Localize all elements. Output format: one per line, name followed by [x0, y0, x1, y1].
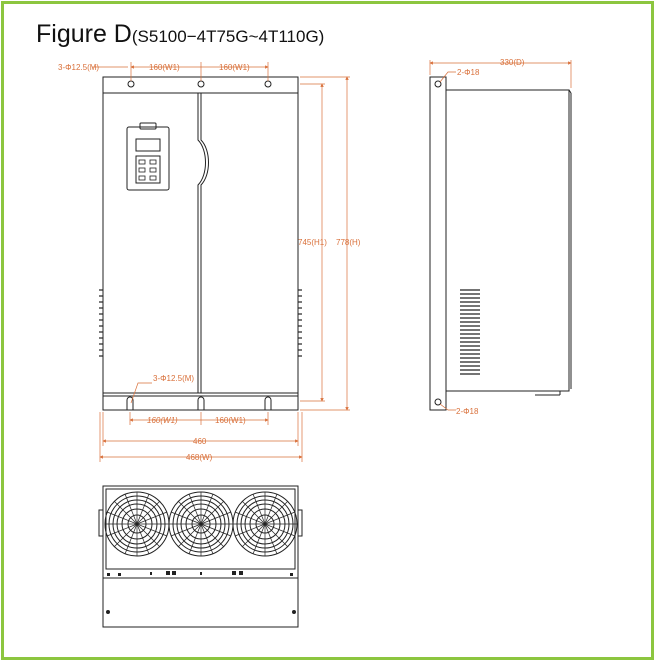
top-holes-label: 3-Φ12.5(M): [58, 63, 99, 72]
bottom-mount-hole-right: [264, 396, 272, 410]
h-label: 778(H): [336, 238, 361, 247]
width-inner-label: 460: [193, 437, 207, 446]
cooling-fan-left: [104, 491, 170, 557]
top-w1-right-label: 160(W1): [219, 63, 250, 72]
bottom-body-outline: [102, 485, 299, 628]
front-view: [99, 76, 302, 411]
side-mount-bracket: [429, 76, 447, 411]
top-mount-hole-left: [127, 80, 135, 88]
width-total-label: 468(W): [186, 453, 213, 462]
figure-title: Figure D(S5100−4T75G~4T110G): [36, 20, 324, 49]
front-body-outline: [102, 76, 299, 411]
bottom-mount-hole-center: [197, 396, 205, 410]
bottom-w1-right-label: 160(W1): [215, 416, 246, 425]
top-w1-left-label: 160(W1): [149, 63, 180, 72]
front-dimensions: [92, 62, 350, 462]
side-bottom-holes-label: 2-Φ18: [456, 407, 479, 416]
bottom-view: [98, 485, 303, 628]
top-mount-hole-center: [197, 80, 205, 88]
figure-title-main: Figure D: [36, 20, 132, 48]
side-top-hole: [434, 80, 442, 88]
figure-model-range: (S5100−4T75G~4T110G): [131, 27, 325, 46]
h1-label: 745(H1): [298, 238, 327, 247]
cooling-fan-center: [168, 491, 234, 557]
top-mount-hole-right: [264, 80, 272, 88]
side-top-holes-label: 2-Φ18: [457, 68, 480, 77]
bottom-holes-label: 3-Φ12.5(M): [153, 374, 194, 383]
side-dimensions: [429, 60, 572, 411]
keypad-panel: [126, 126, 170, 191]
bottom-mount-hole-left: [126, 396, 134, 410]
cooling-fan-right: [232, 491, 298, 557]
side-bottom-hole: [434, 398, 442, 406]
door-split-line: [197, 93, 206, 393]
bottom-w1-left-label: 160(W1): [147, 416, 178, 425]
front-side-vents: [99, 289, 302, 357]
side-vents: [460, 289, 480, 375]
depth-label: 330(D): [500, 58, 525, 67]
side-view: [429, 76, 572, 411]
